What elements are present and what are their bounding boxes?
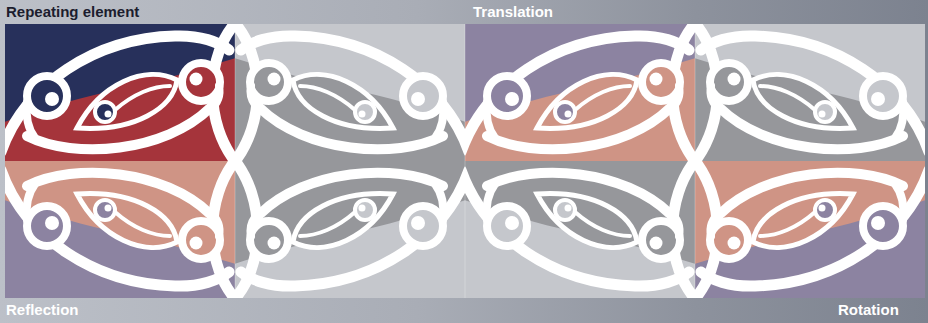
tile-label: Repeating element (6, 3, 139, 21)
tile-label: Translation (473, 3, 553, 21)
pattern-tile (695, 24, 925, 161)
pattern-tile (5, 161, 235, 298)
pattern-tile (5, 24, 235, 161)
pattern-tile (465, 24, 695, 161)
tile-seams (235, 24, 695, 298)
pattern-tile (235, 161, 465, 298)
tile-label: Rotation (838, 301, 899, 319)
tile-label: Reflection (6, 301, 79, 319)
pattern-tile (235, 24, 465, 161)
pattern-tile (695, 161, 925, 298)
pattern-tile (465, 161, 695, 298)
